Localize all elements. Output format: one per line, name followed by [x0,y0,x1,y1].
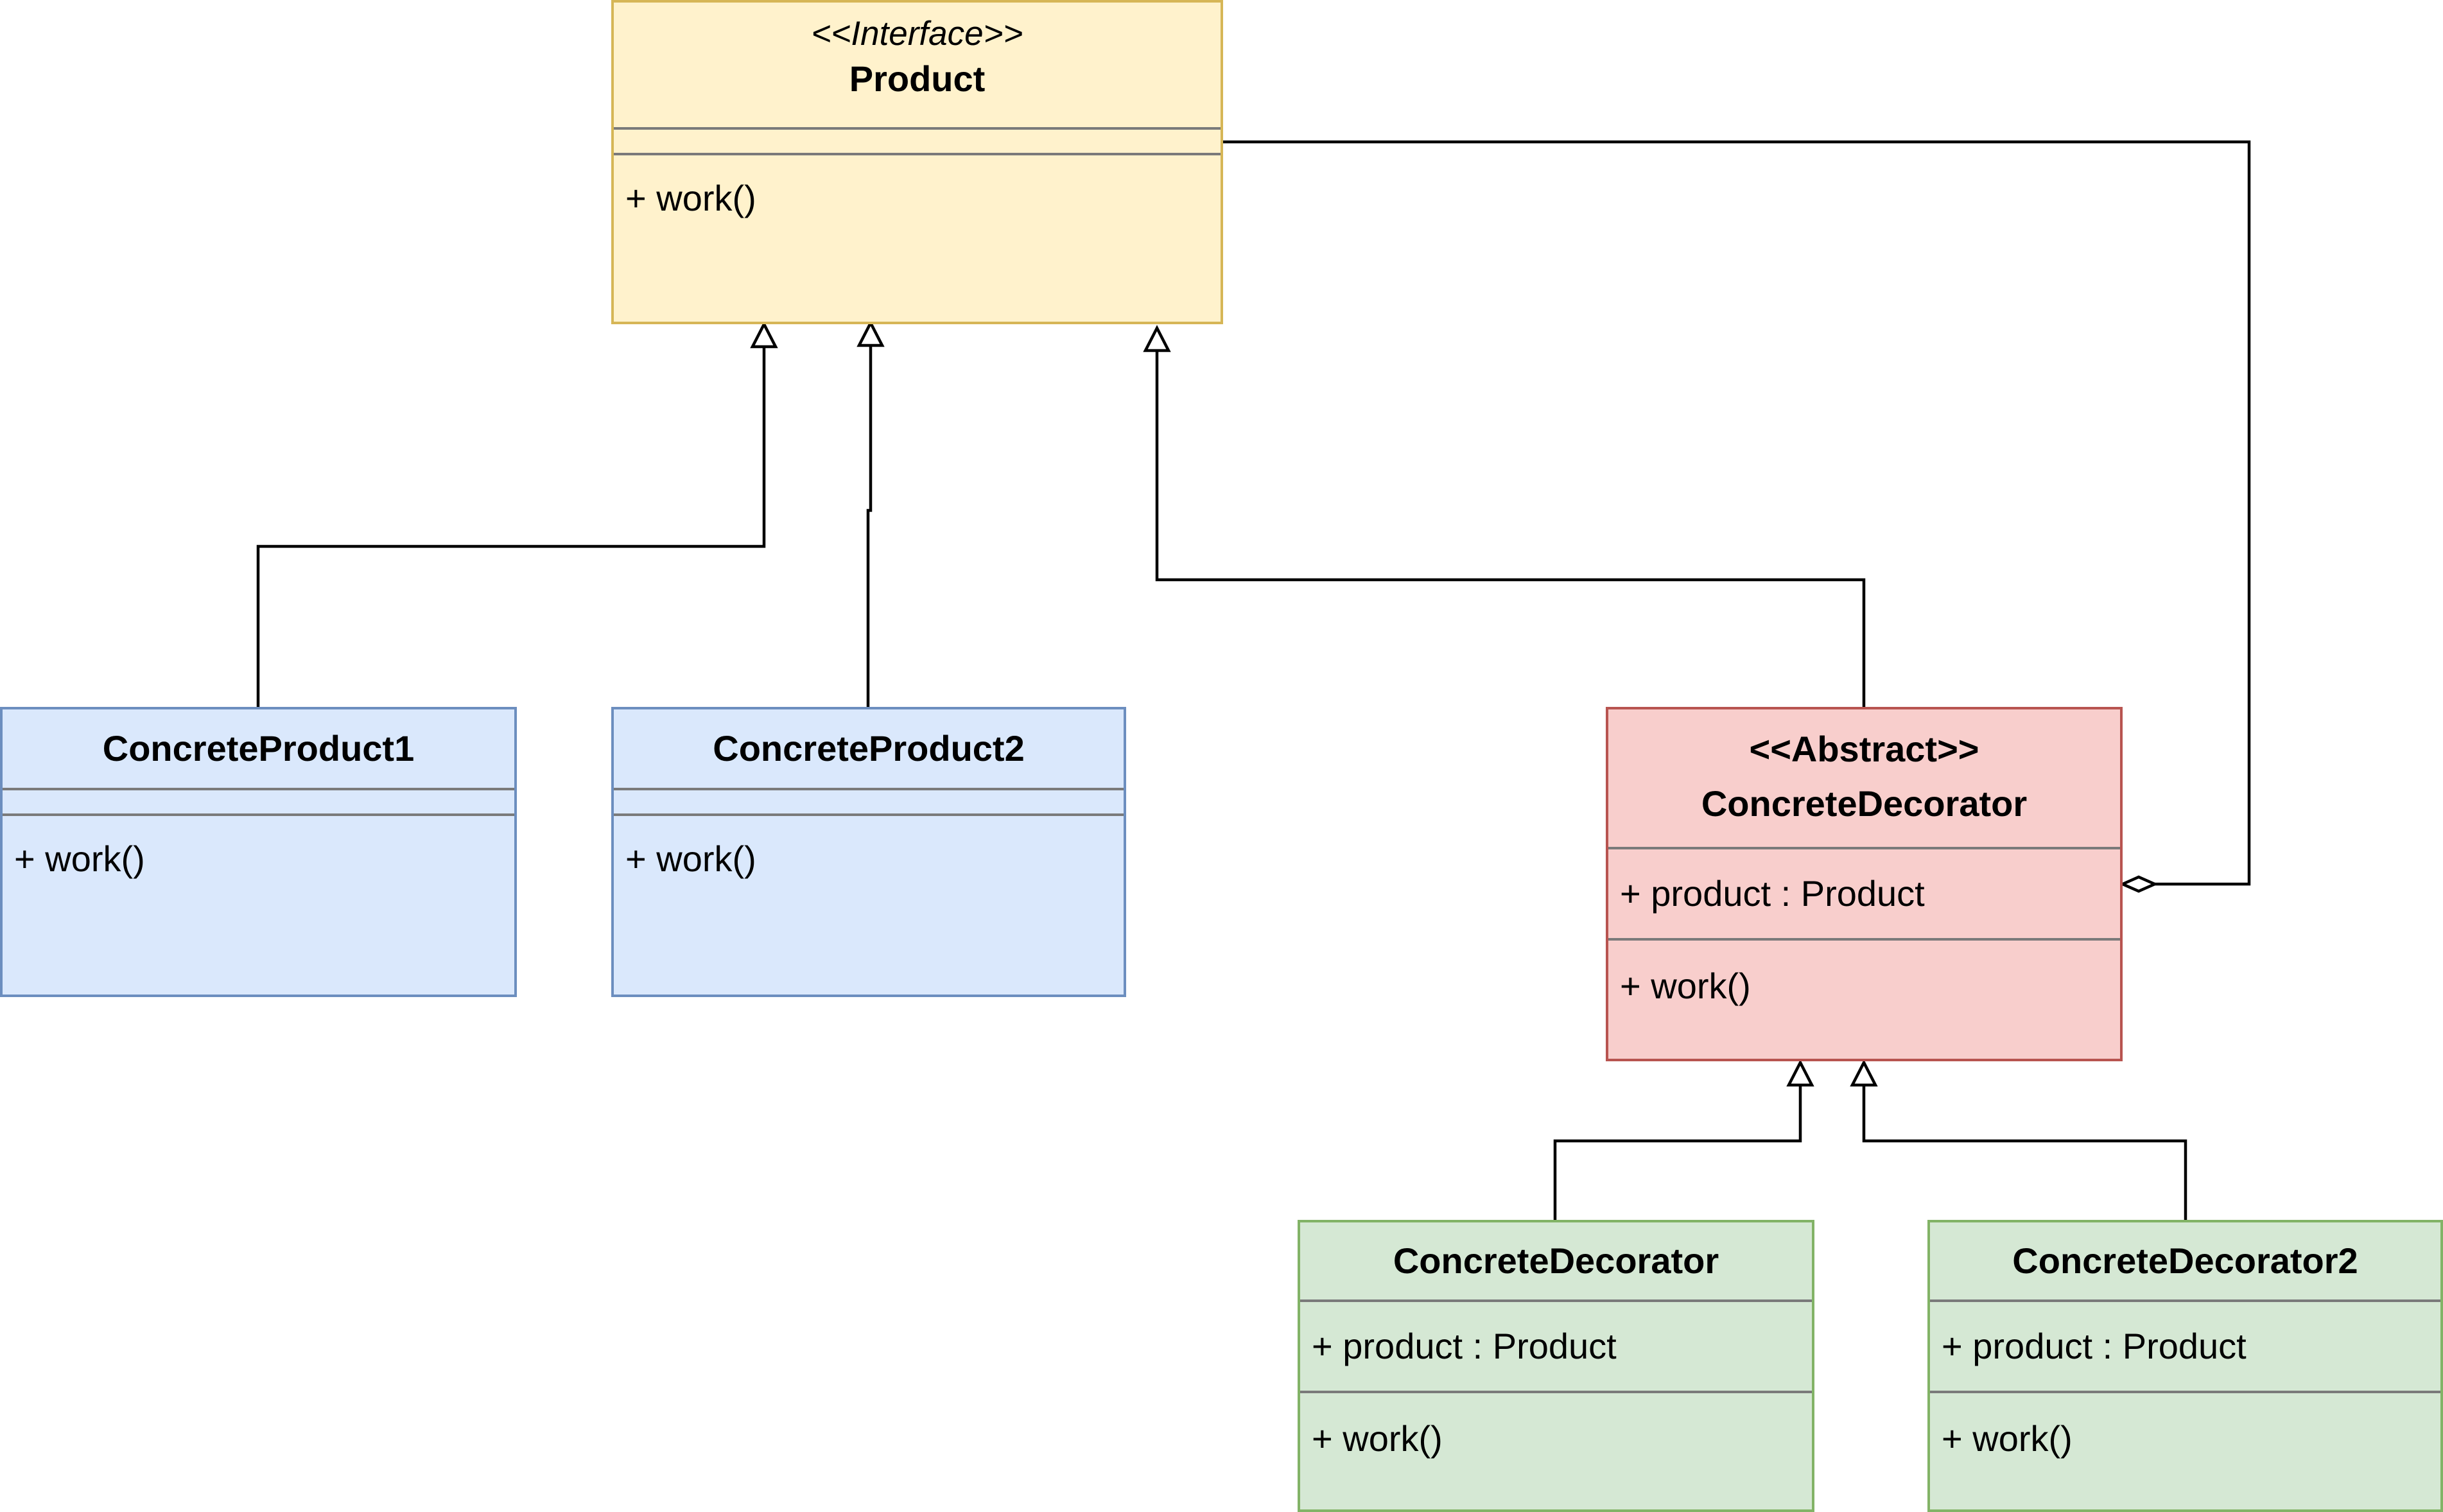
class-name: ConcreteDecorator2 [2012,1240,2358,1281]
class-header: ConcreteDecorator [1300,1222,1812,1299]
class-name: ConcreteProduct1 [102,728,415,769]
class-name: ConcreteDecorator [1393,1240,1719,1281]
class-header: ConcreteProduct1 [3,709,514,788]
edge-decorator-to-abstract [1553,1085,1802,1220]
operation: + work() [625,178,756,218]
attributes-section [614,788,1124,813]
operations-section: + work() [1300,1391,1812,1509]
realization-arrowhead-3 [1143,325,1171,352]
stereotype-label: <<Interface>> [811,15,1023,53]
attributes-section: + product : Product [1930,1299,2440,1391]
operation: + work() [625,839,756,879]
operations-section: + work() [1930,1391,2440,1509]
operations-section: + work() [614,153,1221,322]
class-product-header: <<Interface>> Product [614,3,1221,127]
class-header: ConcreteDecorator2 [1930,1222,2440,1299]
operations-section: + work() [1608,938,2120,1059]
class-concrete-decorator[interactable]: ConcreteDecorator + product : Product + … [1298,1220,1814,1512]
class-header: ConcreteProduct2 [614,709,1124,788]
attributes-section: + product : Product [1608,847,2120,938]
operations-section: + work() [614,813,1124,995]
class-header: <<Abstract>> ConcreteDecorator [1608,709,2120,847]
class-concrete-product2[interactable]: ConcreteProduct2 + work() [611,707,1126,997]
operation: + work() [1620,966,1751,1006]
attribute: + product : Product [1312,1326,1617,1366]
class-name: ConcreteProduct2 [713,728,1025,769]
operations-section: + work() [3,813,514,995]
class-name: ConcreteDecorator [1701,783,2028,824]
realization-arrowhead-1 [750,321,778,349]
attribute: + product : Product [1620,873,1925,914]
attributes-section: + product : Product [1300,1299,1812,1391]
class-product[interactable]: <<Interface>> Product + work() [611,0,1223,324]
edge-product2-to-product [866,347,873,707]
operation: + work() [14,839,145,879]
operation: + work() [1312,1418,1443,1459]
class-concrete-decorator2[interactable]: ConcreteDecorator2 + product : Product +… [1927,1220,2443,1512]
attributes-section [614,127,1221,153]
attributes-section [3,788,514,813]
attribute: + product : Product [1942,1326,2247,1366]
aggregation-diamond [2119,875,2159,893]
stereotype-label: <<Abstract>> [1749,729,1979,769]
operation: + work() [1942,1418,2073,1459]
generalization-arrowhead-1 [1786,1059,1814,1087]
edge-abstract-decorator-to-product [1155,350,1866,707]
edge-product1-to-product [256,347,766,707]
realization-arrowhead-2 [856,320,885,347]
class-abstract-decorator[interactable]: <<Abstract>> ConcreteDecorator + product… [1606,707,2123,1061]
edge-aggregation-product-decorator [1220,140,2251,886]
class-concrete-product1[interactable]: ConcreteProduct1 + work() [0,707,517,997]
class-name: Product [849,58,986,99]
generalization-arrowhead-2 [1850,1059,1878,1087]
edge-decorator2-to-abstract [1862,1085,2187,1220]
